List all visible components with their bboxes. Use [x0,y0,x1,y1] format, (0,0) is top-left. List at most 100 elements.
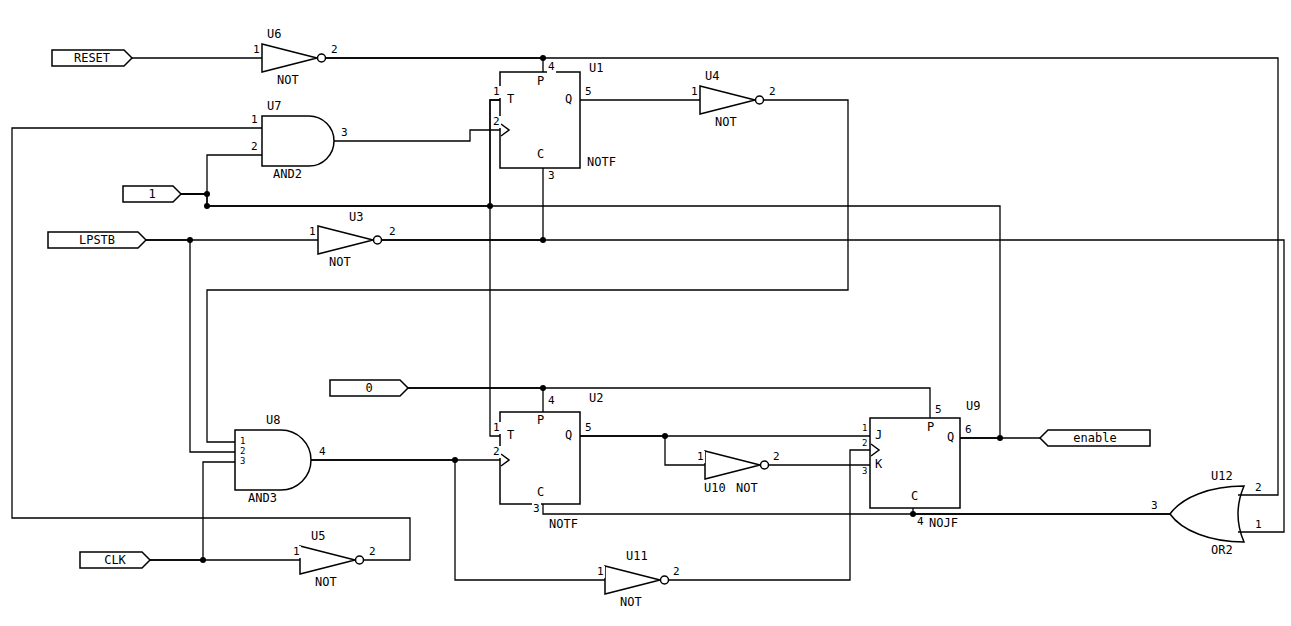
part-reference: U4 [704,70,720,83]
pin-number: 2 [368,546,377,558]
logic-gate: U4NOT [700,86,764,114]
wire [12,128,410,560]
pin-number: 1 [861,423,868,433]
logic-gate: U3NOT [318,226,382,254]
wire [543,504,1170,514]
port-flag [52,50,132,66]
port-flag [48,232,146,248]
port-name: 0 [365,381,372,395]
inverter-body [705,451,760,479]
pin-number: 2 [492,446,501,458]
pin-number: 1 [292,546,301,558]
clock-chevron [501,454,509,466]
part-reference: U3 [348,211,364,224]
logic-gate: U10NOT [705,451,769,479]
pin-number: 1 [696,451,705,463]
wire [382,168,543,240]
pin-function: C [910,490,919,503]
pin-number: 3 [239,456,246,466]
pin-number: 1 [596,566,605,578]
logic-gate: U6NOT [262,44,326,72]
pin-number: 2 [239,446,246,456]
wire [334,130,500,141]
pin-number: 6 [964,424,973,436]
part-type: NOJF [928,517,959,530]
part-type: NOT [619,596,643,609]
pin-number: 3 [547,170,556,182]
gate-symbol [262,44,326,72]
wire [669,450,870,580]
pin-function: K [874,458,883,471]
pin-function: P [536,75,545,88]
wire [132,57,262,58]
gate-symbol [605,566,669,594]
port-flag: CLK [80,552,150,568]
pin-number: 1 [308,226,317,238]
gate-symbol [705,451,769,479]
pin-number: 4 [318,446,327,458]
port-flag: 0 [330,380,408,396]
pin-number: 1 [690,86,699,98]
pin-number: 4 [547,61,556,73]
pin-function: J [874,429,883,442]
wire [913,508,1170,514]
pin-number: 1 [252,44,261,56]
pin-function: P [536,414,545,427]
pin-number: 2 [672,566,681,578]
inverter-bubble [318,54,326,62]
clock-chevron [501,124,509,136]
flag-text-box: 0 [330,380,408,396]
pin-number: 5 [584,86,593,98]
part-type: NOTF [548,518,579,531]
inverter-bubble [756,96,764,104]
pin-number: 4 [916,516,925,528]
wire [181,194,500,436]
port-flag: enable [1040,430,1150,446]
port-flag: 1 [123,186,181,202]
port-name: CLK [104,553,126,567]
clock-chevron [871,444,879,456]
pin-number: 1 [492,86,501,98]
wire [769,464,870,465]
pin-function: Q [564,93,573,106]
and-gate-body [235,430,311,490]
gate-symbol [262,116,334,166]
pin-number: 2 [772,451,781,463]
pin-number: 2 [388,226,397,238]
part-reference: U8 [265,414,281,427]
pin-number: 3 [861,466,868,476]
pin-number: 2 [1254,482,1263,494]
pin-number: 5 [934,404,943,416]
flip-flop: U2TPQCNOTF [500,412,580,504]
flag-text-box: 1 [123,186,181,202]
flag-text-box: CLK [80,552,150,568]
part-type: NOT [328,256,352,269]
wire [181,155,262,194]
part-type: NOT [735,482,759,495]
inverter-bubble [374,236,382,244]
pin-function: Q [564,429,573,442]
port-flag [330,380,408,396]
inverter-body [318,226,373,254]
or-gate-body [1170,486,1244,542]
inverter-body [605,566,660,594]
part-reference: U1 [588,62,604,75]
port-name: LPSTB [79,233,115,247]
pin-number: 2 [861,438,868,448]
port-flag [80,552,150,568]
part-type: NOT [276,74,300,87]
flip-flop: U1TPQCNOTF [500,72,580,168]
pin-function: Q [946,431,955,444]
part-type: OR2 [1210,544,1234,557]
wire [146,240,235,452]
port-flag [1040,430,1150,446]
pin-function: C [536,486,545,499]
wire [181,100,500,206]
inverter-body [700,86,755,114]
wire [960,437,1040,438]
wire [580,436,705,465]
logic-gate: U7AND2 [262,116,334,166]
port-flag [123,186,181,202]
